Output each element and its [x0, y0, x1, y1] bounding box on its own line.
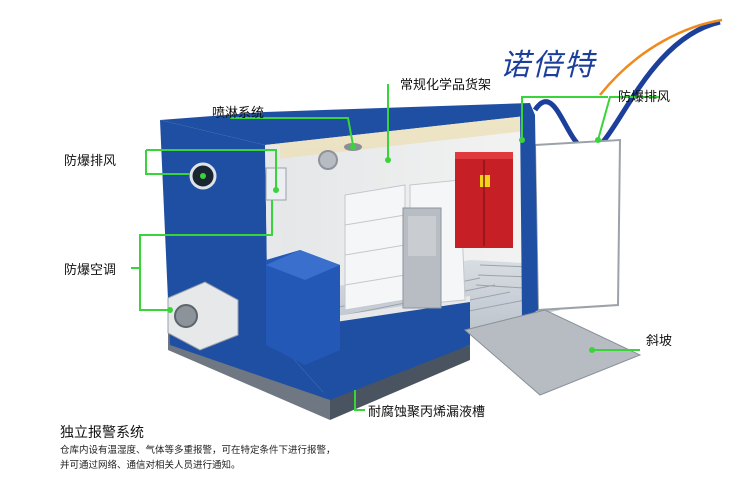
- alarm-description: 仓库内设有温湿度、气体等多重报警，可在特定条件下进行报警， 并可通过网络、通信对…: [60, 443, 336, 473]
- red-cabinet-top: [455, 152, 513, 159]
- label-exhaust-left: 防爆排风: [64, 154, 117, 169]
- ac-outdoor-unit: [167, 281, 239, 351]
- blue-cabinet: [266, 250, 340, 365]
- ceiling: [265, 115, 535, 162]
- exhaust-fan-back-icon: [318, 150, 338, 170]
- callout-lines: [131, 84, 660, 411]
- blue-cabinet-side: [266, 250, 340, 280]
- ramp: [463, 309, 642, 396]
- label-leak-tank: 耐腐蚀聚丙烯漏液槽: [368, 405, 486, 420]
- label-explosion-proof-ac: 防爆空调: [64, 263, 117, 278]
- alarm-line-2: 并可通过网络、通信对相关人员进行通知。: [60, 460, 241, 471]
- label-spray-system: 喷淋系统: [212, 106, 265, 121]
- base-front: [330, 345, 470, 420]
- alarm-line-1: 仓库内设有温湿度、气体等多重报警，可在特定条件下进行报警，: [60, 445, 336, 456]
- label-exhaust-right: 防爆排风: [618, 90, 671, 105]
- door-frame: [520, 110, 538, 320]
- door-panel: [533, 138, 622, 312]
- red-cabinet-label: [480, 175, 490, 187]
- callout-dots: [167, 137, 601, 353]
- alarm-title: 独立报警系统: [60, 425, 144, 441]
- grey-safety-cabinet-panel: [408, 216, 436, 256]
- label-ramp: 斜坡: [646, 334, 673, 349]
- brand-logo-text: 诺倍特: [500, 48, 596, 83]
- ac-fan-icon: [174, 304, 198, 328]
- brand-swoosh-accent-icon: [599, 18, 723, 96]
- roof-top: [160, 103, 535, 145]
- label-chemical-shelf: 常规化学品货架: [400, 78, 492, 93]
